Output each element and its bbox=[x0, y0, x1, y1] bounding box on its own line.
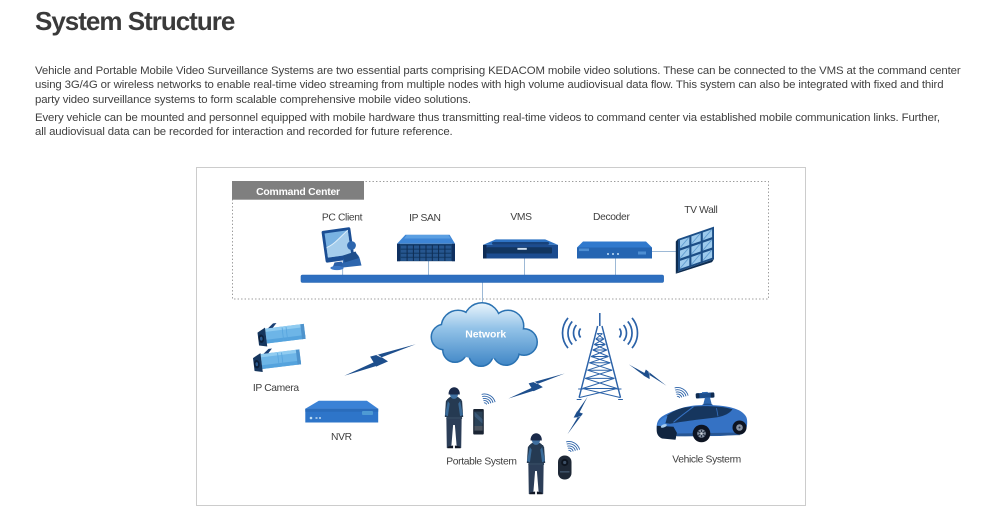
svg-text:VMS: VMS bbox=[510, 212, 532, 223]
svg-text:Command Center: Command Center bbox=[256, 187, 340, 198]
svg-text:Decoder: Decoder bbox=[593, 212, 630, 223]
svg-text:Vehicle Systerm: Vehicle Systerm bbox=[672, 455, 741, 466]
svg-text:IP Camera: IP Camera bbox=[253, 383, 299, 394]
svg-text:Portable System: Portable System bbox=[446, 457, 516, 468]
svg-text:IP SAN: IP SAN bbox=[409, 213, 440, 224]
svg-text:NVR: NVR bbox=[331, 432, 352, 443]
svg-text:TV Wall: TV Wall bbox=[684, 205, 717, 216]
svg-text:Network: Network bbox=[465, 330, 506, 341]
svg-text:PC Client: PC Client bbox=[322, 213, 363, 224]
